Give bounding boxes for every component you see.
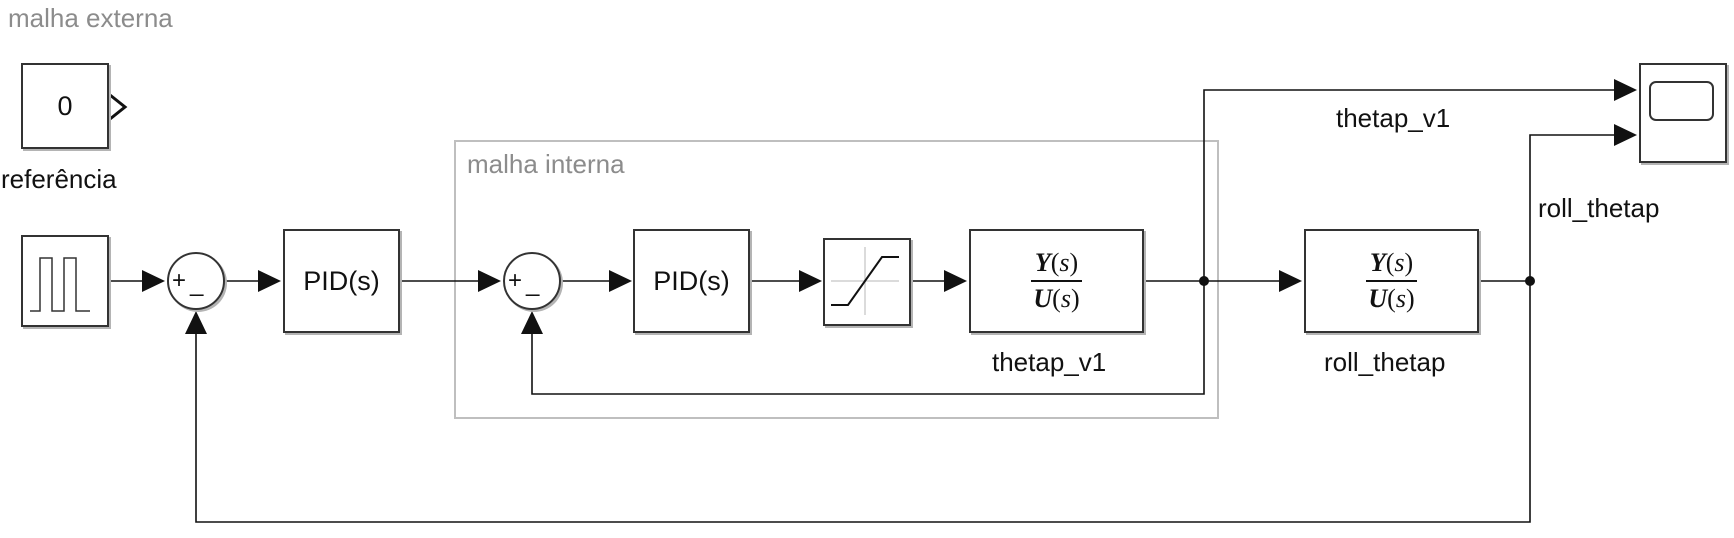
arrow-tf-roll-in bbox=[1279, 270, 1302, 292]
pid-outer-text: PID(s) bbox=[303, 265, 380, 296]
scope-screen-icon bbox=[1649, 81, 1714, 121]
pulse-generator-block[interactable] bbox=[21, 235, 109, 327]
reference-label: referência bbox=[1, 164, 117, 194]
branch-point-roll bbox=[1525, 276, 1535, 286]
arrow-sum-outer-feedback bbox=[185, 311, 207, 334]
constant-output-port bbox=[109, 93, 128, 121]
constant-value: 0 bbox=[57, 90, 73, 121]
saturation-icon bbox=[831, 247, 899, 315]
pid-inner-block[interactable]: PID(s) bbox=[633, 229, 750, 333]
arrow-saturation-in bbox=[799, 270, 822, 292]
sum-outer-plus: + bbox=[172, 267, 187, 294]
sum-outer-block[interactable]: + _ bbox=[167, 252, 225, 310]
tf-thetap-label: thetap_v1 bbox=[992, 347, 1107, 377]
tf-thetap-numerator: Y(s) bbox=[1030, 248, 1083, 282]
tf-roll-numerator: Y(s) bbox=[1365, 248, 1418, 282]
line-inner-feedback[interactable] bbox=[531, 281, 1205, 395]
inner-loop-label: malha interna bbox=[467, 149, 625, 179]
arrow-scope-in-2 bbox=[1614, 124, 1637, 146]
arrow-sum-outer-in bbox=[142, 270, 165, 292]
tf-roll-label: roll_thetap bbox=[1324, 347, 1446, 377]
line-roll-to-scope[interactable] bbox=[1529, 134, 1614, 281]
arrow-pid-inner-in bbox=[609, 270, 632, 292]
inner-loop-area bbox=[454, 140, 1219, 419]
tf-thetap-denominator: U(s) bbox=[1033, 284, 1080, 313]
arrow-sum-inner-in bbox=[478, 270, 501, 292]
scope-block[interactable] bbox=[1639, 63, 1727, 163]
arrow-scope-in-1 bbox=[1614, 79, 1637, 101]
line-outer-feedback[interactable] bbox=[195, 281, 1531, 523]
signal-label-thetap: thetap_v1 bbox=[1336, 103, 1451, 133]
reference-constant-block[interactable]: 0 bbox=[21, 63, 109, 149]
transfer-fcn-thetap-block[interactable]: Y(s) U(s) bbox=[969, 229, 1144, 333]
sum-outer-minus: _ bbox=[190, 270, 204, 297]
arrow-sum-inner-feedback bbox=[521, 311, 543, 334]
signal-label-roll: roll_thetap bbox=[1538, 193, 1660, 223]
pulse-wave-icon bbox=[30, 257, 90, 312]
sum-inner-plus: + bbox=[508, 267, 523, 294]
tf-roll-denominator: U(s) bbox=[1368, 284, 1415, 313]
transfer-fcn-roll-block[interactable]: Y(s) U(s) bbox=[1304, 229, 1479, 333]
sum-inner-block[interactable]: + _ bbox=[503, 252, 561, 310]
saturation-block[interactable] bbox=[823, 238, 911, 326]
tf-roll-fraction: Y(s) U(s) bbox=[1306, 231, 1477, 331]
outer-loop-label: malha externa bbox=[8, 3, 173, 33]
arrow-tf-thetap-in bbox=[944, 270, 967, 292]
sum-inner-minus: _ bbox=[526, 270, 540, 297]
line-thetap-to-scope[interactable] bbox=[1203, 89, 1614, 281]
branch-point-thetap bbox=[1199, 276, 1209, 286]
pid-inner-text: PID(s) bbox=[653, 265, 730, 296]
pid-outer-block[interactable]: PID(s) bbox=[283, 229, 400, 333]
arrow-pid-outer-in bbox=[258, 270, 281, 292]
tf-thetap-fraction: Y(s) U(s) bbox=[971, 231, 1142, 331]
